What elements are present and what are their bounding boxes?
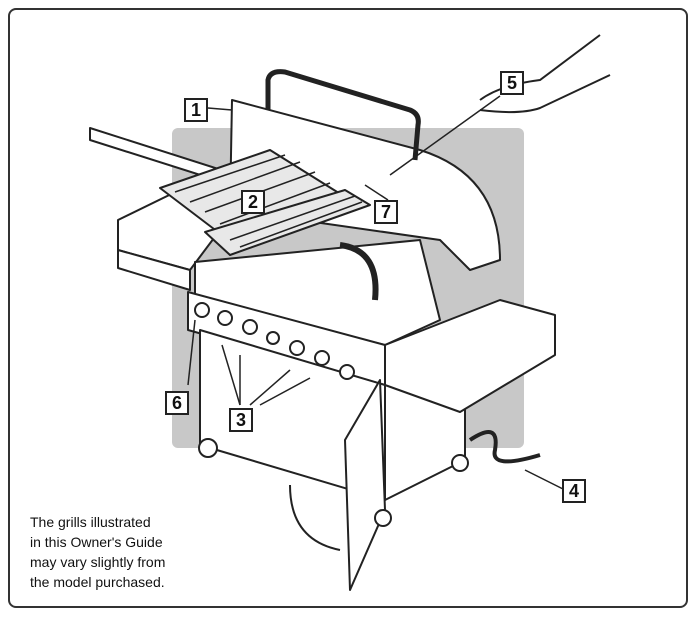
wheel-front: [374, 509, 392, 527]
wheel-left: [198, 438, 218, 458]
curved-arrow: [339, 242, 379, 301]
callout-6: 6: [165, 391, 189, 415]
callout-1: 1: [184, 98, 208, 122]
disclaimer-note: The grills illustrated in this Owner's G…: [30, 512, 230, 592]
note-line: may vary slightly from: [30, 554, 166, 570]
callout-5: 5: [500, 71, 524, 95]
door-swing-arrow: [289, 484, 341, 551]
callout-4: 4: [562, 479, 586, 503]
note-line: in this Owner's Guide: [30, 534, 163, 550]
callout-2: 2: [241, 190, 265, 214]
wheel-right: [451, 454, 469, 472]
note-line: The grills illustrated: [30, 514, 151, 530]
note-line: the model purchased.: [30, 574, 165, 590]
callout-3: 3: [229, 408, 253, 432]
control-knobs: [194, 302, 355, 380]
callout-7: 7: [374, 200, 398, 224]
gas-hose: [468, 430, 541, 464]
right-side-shelf: [384, 299, 556, 413]
diagram-frame: [8, 8, 688, 608]
lid-handle: [265, 69, 421, 161]
